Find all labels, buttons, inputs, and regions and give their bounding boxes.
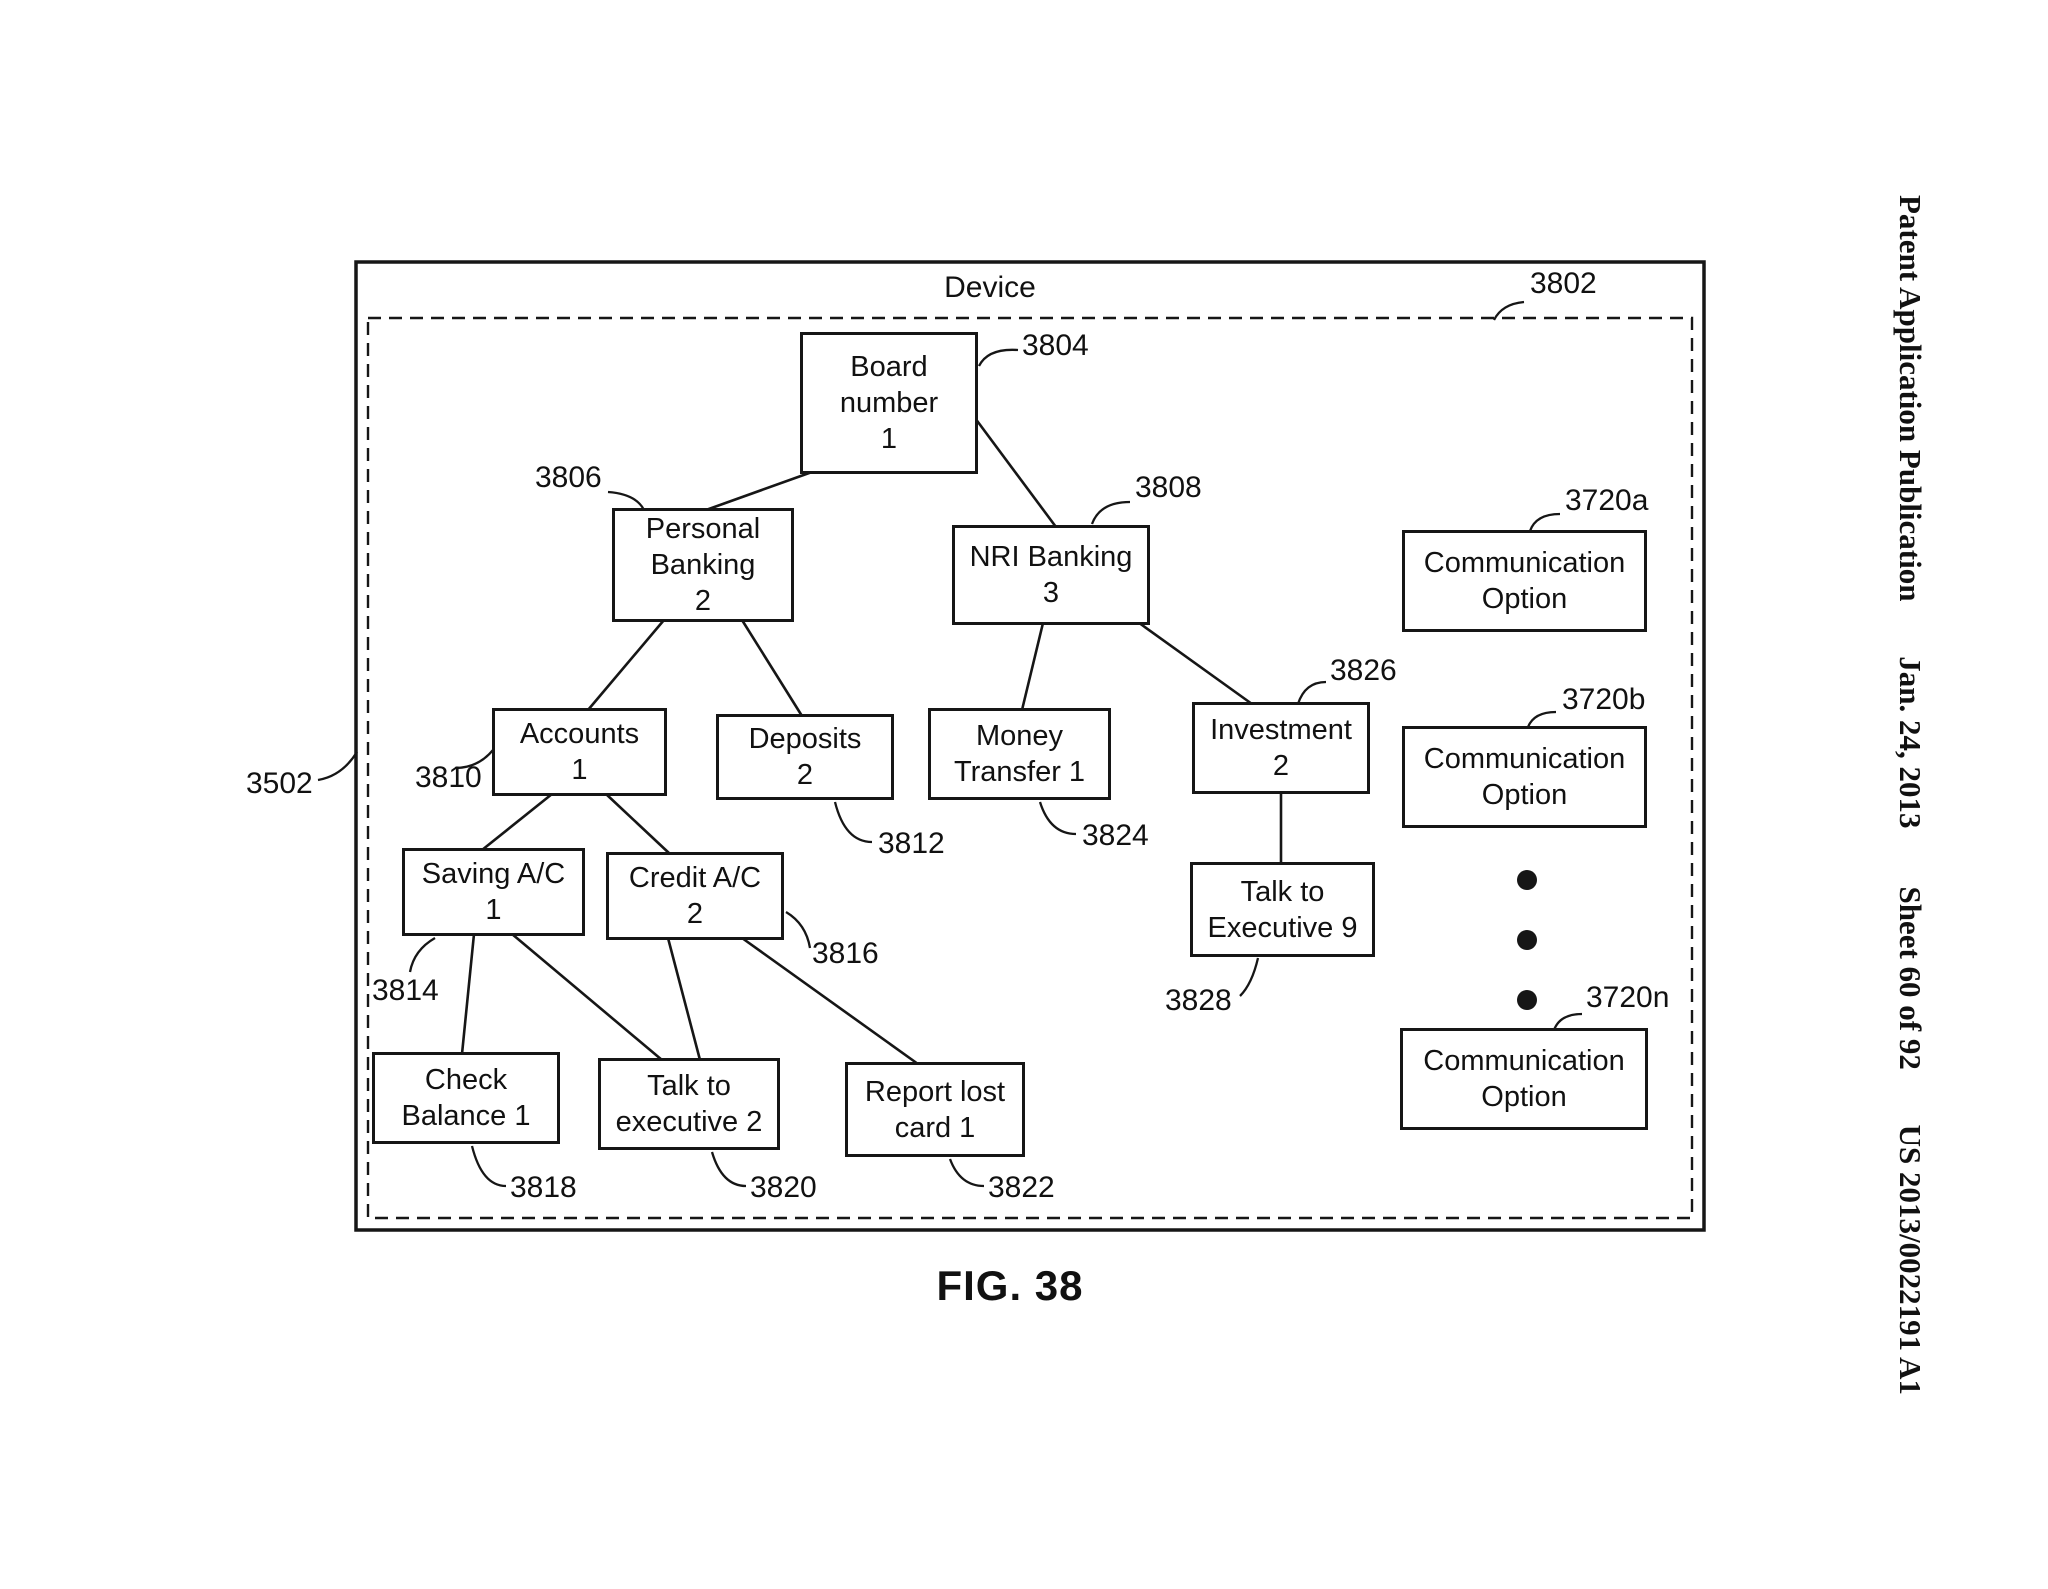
margin-patent-number: US 2013/0022191 A1	[1893, 1124, 1928, 1395]
ref-3810: 3810	[415, 761, 482, 794]
node-credit-ac: Credit A/C 2	[606, 852, 784, 940]
edge-personal-deposits	[740, 619, 804, 717]
leader-3812	[833, 801, 873, 844]
margin-publication: Patent Application Publication	[1893, 195, 1928, 602]
edge-nri-investment	[1134, 618, 1253, 706]
leader-3720b	[1526, 710, 1557, 728]
ref-3806: 3806	[535, 461, 602, 494]
page-edge-heading: Patent Application Publication Jan. 24, …	[1888, 195, 1930, 1395]
edge-nri-moneytransfer	[1020, 622, 1045, 711]
node-communication-option-a: Communication Option	[1402, 530, 1647, 632]
edge-accounts-saving	[481, 792, 553, 852]
vertical-ellipsis-icon	[1517, 870, 1537, 1010]
margin-date-sheet: Jan. 24, 2013 Sheet 60 of 92	[1890, 656, 1930, 1070]
ref-3808: 3808	[1135, 471, 1202, 504]
node-talk-to-executive-2: Talk to executive 2	[598, 1058, 780, 1150]
ellipsis-dot	[1517, 930, 1537, 950]
edge-saving-talkexec2	[511, 933, 663, 1061]
ref-3720n: 3720n	[1586, 981, 1670, 1014]
ref-3822: 3822	[988, 1171, 1055, 1204]
ref-3720b: 3720b	[1562, 683, 1646, 716]
device-label: Device	[944, 271, 1036, 304]
figure-caption: FIG. 38	[936, 1262, 1084, 1309]
device-outer-border	[354, 260, 1706, 1232]
node-personal-banking: Personal Banking 2	[612, 508, 794, 622]
ref-3824: 3824	[1082, 819, 1149, 852]
ref-3812: 3812	[878, 827, 945, 860]
ref-3828: 3828	[1165, 984, 1232, 1017]
node-communication-option-b: Communication Option	[1402, 726, 1647, 828]
edge-board-nri	[973, 417, 1058, 528]
node-talk-to-executive-9: Talk to Executive 9	[1190, 862, 1375, 957]
edge-personal-accounts	[587, 619, 665, 711]
leader-3808	[1090, 500, 1131, 525]
tree-connectors	[460, 417, 1283, 1066]
node-board-number: Board number 1	[800, 332, 978, 474]
leader-3828	[1239, 957, 1260, 997]
margin-sheet: Sheet 60 of 92	[1893, 886, 1928, 1070]
leader-3720n	[1552, 1012, 1583, 1031]
ref-3826: 3826	[1330, 654, 1397, 687]
leader-3806	[607, 490, 646, 511]
leader-3826	[1296, 680, 1327, 705]
leader-3720a	[1528, 512, 1561, 532]
leader-3822	[948, 1158, 985, 1188]
ellipsis-dot	[1517, 990, 1537, 1010]
ref-3720a: 3720a	[1565, 484, 1649, 517]
leader-3824	[1038, 801, 1077, 836]
ref-3814: 3814	[372, 974, 439, 1007]
node-deposits: Deposits 2	[716, 714, 894, 800]
edge-credit-reportlostcard	[741, 936, 919, 1066]
node-investment: Investment 2	[1192, 702, 1370, 794]
node-check-balance: Check Balance 1	[372, 1052, 560, 1144]
edge-credit-talkexec2	[666, 937, 702, 1061]
node-accounts: Accounts 1	[492, 708, 667, 796]
leader-3802	[1492, 300, 1525, 321]
node-money-transfer: Money Transfer 1	[928, 708, 1111, 800]
margin-date: Jan. 24, 2013	[1893, 656, 1928, 829]
reference-leaders	[317, 300, 1583, 1188]
leader-3816	[785, 911, 812, 949]
ellipsis-dot	[1517, 870, 1537, 890]
edge-saving-checkbalance	[460, 933, 476, 1055]
node-saving-ac: Saving A/C 1	[402, 848, 585, 936]
leader-3810	[454, 749, 494, 770]
ref-3804: 3804	[1022, 329, 1089, 362]
ref-3818: 3818	[510, 1171, 577, 1204]
ref-3802: 3802	[1530, 267, 1597, 300]
device-dashed-border	[366, 316, 1694, 1220]
leader-3814	[408, 937, 436, 973]
leader-3502	[317, 751, 358, 782]
ref-3820: 3820	[750, 1171, 817, 1204]
node-communication-option-n: Communication Option	[1400, 1028, 1648, 1130]
edge-board-personal	[705, 470, 813, 512]
edge-accounts-credit	[605, 793, 671, 855]
leader-3820	[710, 1151, 747, 1188]
leader-3818	[470, 1145, 507, 1188]
ref-3502: 3502	[246, 767, 313, 800]
node-report-lost-card: Report lost card 1	[845, 1062, 1025, 1157]
ref-3816: 3816	[812, 937, 879, 970]
leader-3804	[977, 348, 1019, 367]
node-nri-banking: NRI Banking 3	[952, 525, 1150, 625]
